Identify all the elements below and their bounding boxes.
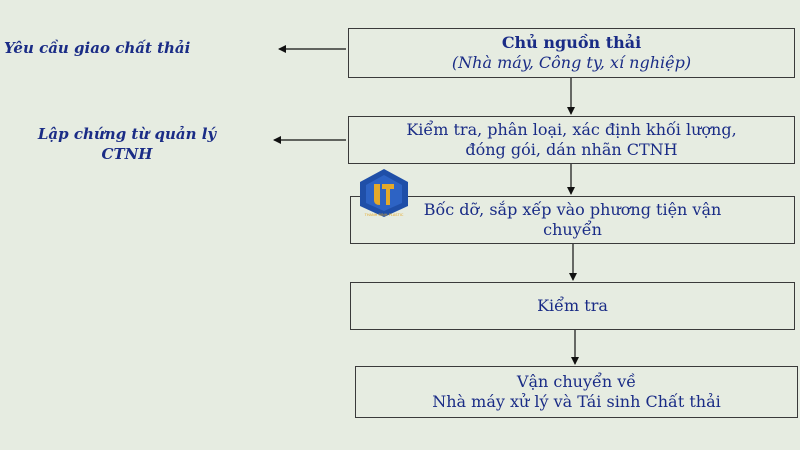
- logo-caption: THANH BINH PLASTIC: [364, 213, 404, 217]
- documents-line2: CTNH: [101, 145, 153, 163]
- transport-line2: Nhà máy xử lý và Tái sinh Chất thải: [432, 392, 721, 411]
- side-label-documents: Lập chứng từ quản lý CTNH: [4, 124, 250, 164]
- classify-line1: Kiểm tra, phân loại, xác định khối lượng…: [406, 120, 737, 139]
- flow-box-inspect: Kiểm tra: [350, 282, 795, 330]
- classify-line2: đóng gói, dán nhãn CTNH: [465, 140, 678, 159]
- flow-box-transport: Vận chuyển về Nhà máy xử lý và Tái sinh …: [355, 366, 798, 418]
- loading-line1: Bốc dỡ, sắp xếp vào phương tiện vận: [423, 200, 722, 219]
- inspect-text: Kiểm tra: [537, 296, 608, 315]
- request-text: Yêu cầu giao chất thải: [4, 39, 191, 57]
- flow-box-source: Chủ nguồn thải (Nhà máy, Công ty, xí ngh…: [348, 28, 795, 78]
- source-subtitle: (Nhà máy, Công ty, xí nghiệp): [451, 53, 692, 72]
- flow-box-loading: Bốc dỡ, sắp xếp vào phương tiện vận chuy…: [350, 196, 795, 244]
- flow-box-classify: Kiểm tra, phân loại, xác định khối lượng…: [348, 116, 795, 164]
- company-logo: THANH BINH PLASTIC: [360, 169, 408, 217]
- loading-line2: chuyển: [543, 220, 602, 239]
- side-label-request: Yêu cầu giao chất thải: [4, 38, 244, 58]
- transport-line1: Vận chuyển về: [516, 372, 637, 391]
- source-title: Chủ nguồn thải: [501, 33, 642, 52]
- documents-line1: Lập chứng từ quản lý: [37, 125, 217, 143]
